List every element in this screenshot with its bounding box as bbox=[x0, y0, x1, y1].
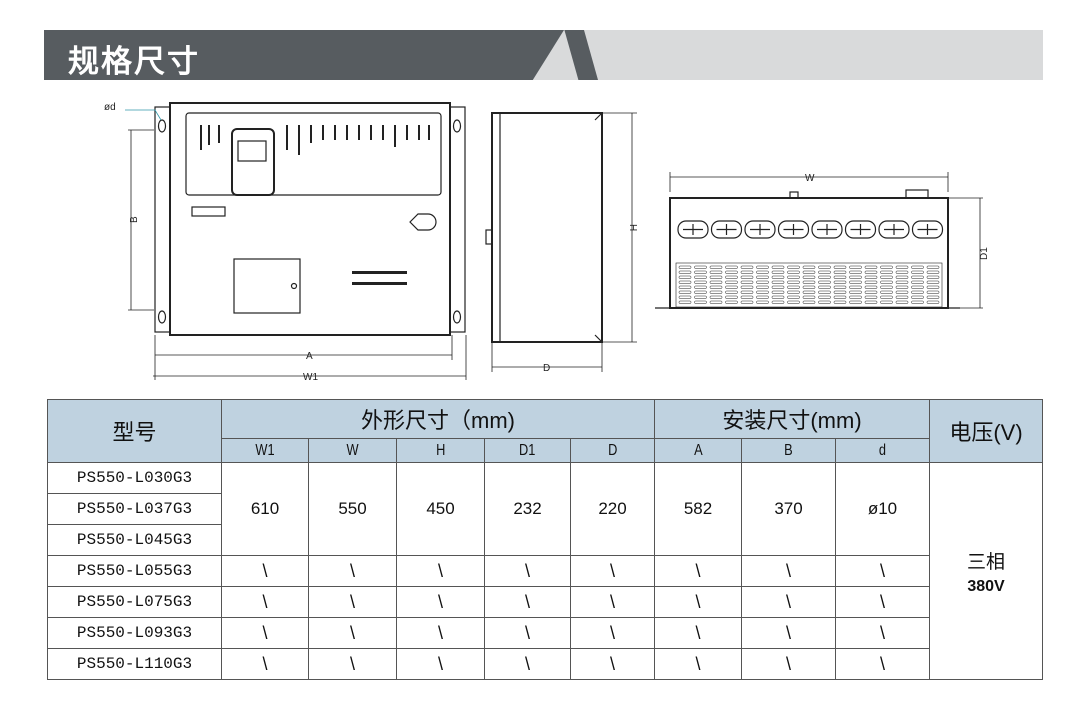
na-cell: \ bbox=[484, 586, 571, 618]
model-cell: PS550-L037G3 bbox=[47, 493, 222, 525]
column-header-label: D1 bbox=[519, 441, 536, 459]
column-header-label: W bbox=[346, 441, 359, 459]
na-cell: \ bbox=[835, 648, 930, 680]
column-header-label: A bbox=[693, 441, 703, 459]
na-cell: \ bbox=[308, 617, 397, 649]
column-header-d: d bbox=[835, 438, 930, 463]
dimension-value-B: 370 bbox=[741, 462, 836, 556]
na-cell: \ bbox=[741, 648, 836, 680]
na-cell: \ bbox=[308, 586, 397, 618]
section-title: 规格尺寸 bbox=[68, 44, 200, 79]
table-row: PS550-L075G3\\\\\\\\ bbox=[47, 586, 1043, 618]
dimension-value-A: 582 bbox=[654, 462, 742, 556]
voltage-value: 380V bbox=[967, 577, 1005, 595]
model-cell: PS550-L093G3 bbox=[47, 617, 222, 649]
dimension-value-D: 220 bbox=[570, 462, 655, 556]
label-A: A bbox=[306, 351, 313, 362]
header-model: 型号 bbox=[47, 399, 222, 463]
na-cell: \ bbox=[570, 555, 655, 587]
na-cell: \ bbox=[654, 586, 742, 618]
model-cell: PS550-L075G3 bbox=[47, 586, 222, 618]
label-B: B bbox=[129, 216, 140, 223]
model-cell: PS550-L030G3 bbox=[47, 462, 222, 494]
na-cell: \ bbox=[741, 586, 836, 618]
model-cell: PS550-L110G3 bbox=[47, 648, 222, 680]
column-header-W1: W1 bbox=[221, 438, 309, 463]
na-cell: \ bbox=[570, 617, 655, 649]
na-cell: \ bbox=[654, 555, 742, 587]
front-view bbox=[125, 102, 467, 380]
na-cell: \ bbox=[221, 617, 309, 649]
na-cell: \ bbox=[835, 586, 930, 618]
label-D: D bbox=[543, 363, 550, 374]
dimension-value-W1: 610 bbox=[221, 462, 309, 556]
header-mount-dimensions: 安装尺寸(mm) bbox=[654, 399, 930, 439]
na-cell: \ bbox=[484, 555, 571, 587]
na-cell: \ bbox=[308, 648, 397, 680]
label-W1: W1 bbox=[303, 372, 318, 383]
label-od: ød bbox=[104, 102, 116, 113]
column-header-label: W1 bbox=[255, 441, 275, 459]
na-cell: \ bbox=[484, 617, 571, 649]
dimension-drawings: ød B A W1 H D W D1 bbox=[104, 102, 990, 383]
na-cell: \ bbox=[308, 555, 397, 587]
na-cell: \ bbox=[741, 617, 836, 649]
section-header: 规格尺寸 bbox=[44, 30, 1043, 80]
column-header-label: d bbox=[878, 441, 887, 459]
na-cell: \ bbox=[654, 617, 742, 649]
column-header-D1: D1 bbox=[484, 438, 571, 463]
bottom-view bbox=[655, 172, 983, 309]
header-bar bbox=[44, 30, 564, 80]
na-cell: \ bbox=[741, 555, 836, 587]
voltage-cell: 三相 380V bbox=[929, 462, 1043, 680]
table-row: PS550-L055G3\\\\\\\\ bbox=[47, 555, 1043, 587]
column-header-D: D bbox=[570, 438, 655, 463]
na-cell: \ bbox=[396, 648, 485, 680]
na-cell: \ bbox=[396, 586, 485, 618]
na-cell: \ bbox=[570, 586, 655, 618]
side-view bbox=[485, 112, 637, 372]
na-cell: \ bbox=[484, 648, 571, 680]
table-row: PS550-L037G3 bbox=[47, 493, 1043, 525]
voltage-phase: 三相 bbox=[966, 551, 1005, 573]
na-cell: \ bbox=[396, 555, 485, 587]
na-cell: \ bbox=[570, 648, 655, 680]
table-row: PS550-L093G3\\\\\\\\ bbox=[47, 617, 1043, 649]
column-header-label: D bbox=[607, 441, 618, 459]
dimension-value-W: 550 bbox=[308, 462, 397, 556]
na-cell: \ bbox=[835, 617, 930, 649]
model-cell: PS550-L045G3 bbox=[47, 524, 222, 556]
na-cell: \ bbox=[654, 648, 742, 680]
table-row: PS550-L110G3\\\\\\\\ bbox=[47, 648, 1043, 680]
column-header-B: B bbox=[741, 438, 836, 463]
dimension-value-D1: 232 bbox=[484, 462, 571, 556]
label-W: W bbox=[805, 173, 815, 184]
header-voltage: 电压(V) bbox=[929, 399, 1043, 463]
dimension-value-H: 450 bbox=[396, 462, 485, 556]
column-header-A: A bbox=[654, 438, 742, 463]
column-header-label: B bbox=[784, 441, 793, 459]
na-cell: \ bbox=[221, 648, 309, 680]
label-H: H bbox=[627, 224, 638, 231]
column-header-label: H bbox=[435, 441, 446, 459]
dimension-value-d: ø10 bbox=[835, 462, 930, 556]
header-outer-dimensions: 外形尺寸（mm) bbox=[221, 399, 655, 439]
column-header-W: W bbox=[308, 438, 397, 463]
na-cell: \ bbox=[835, 555, 930, 587]
label-D1: D1 bbox=[979, 247, 990, 260]
column-header-H: H bbox=[396, 438, 485, 463]
model-cell: PS550-L055G3 bbox=[47, 555, 222, 587]
na-cell: \ bbox=[221, 555, 309, 587]
na-cell: \ bbox=[221, 586, 309, 618]
na-cell: \ bbox=[396, 617, 485, 649]
